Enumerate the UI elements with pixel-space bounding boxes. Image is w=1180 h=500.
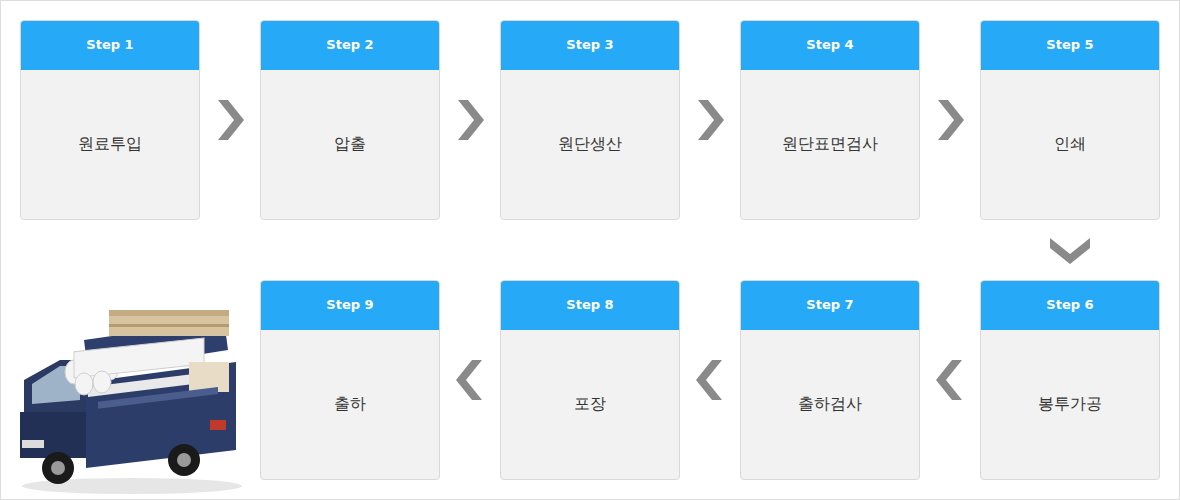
step-label: 원단생산: [501, 134, 679, 155]
step-label: 출하: [261, 394, 439, 415]
truck-illustration: [14, 300, 246, 496]
step-header: Step 2: [260, 20, 440, 70]
step-box: Step 1 원료투입: [20, 20, 200, 220]
chevron-arrow: [936, 360, 962, 400]
step-box: Step 9 출하: [260, 280, 440, 480]
chevron-arrow: [698, 100, 724, 140]
step-header: Step 6: [980, 280, 1160, 330]
step-header: Step 9: [260, 280, 440, 330]
step-box: Step 8 포장: [500, 280, 680, 480]
step-label: 포장: [501, 394, 679, 415]
step-box: Step 2 압출: [260, 20, 440, 220]
chevron-arrow: [1050, 238, 1090, 264]
step-box: Step 3 원단생산: [500, 20, 680, 220]
chevron-arrow: [218, 100, 244, 140]
step-box: Step 4 원단표면검사: [740, 20, 920, 220]
step-box: Step 6 봉투가공: [980, 280, 1160, 480]
step-header: Step 5: [980, 20, 1160, 70]
step-label: 원단표면검사: [741, 134, 919, 155]
step-header: Step 4: [740, 20, 920, 70]
step-header: Step 1: [20, 20, 200, 70]
chevron-arrow: [696, 360, 722, 400]
step-header: Step 8: [500, 280, 680, 330]
step-label: 인쇄: [981, 134, 1159, 155]
step-header: Step 3: [500, 20, 680, 70]
step-label: 압출: [261, 134, 439, 155]
step-box: Step 7 출하검사: [740, 280, 920, 480]
step-label: 출하검사: [741, 394, 919, 415]
step-header: Step 7: [740, 280, 920, 330]
chevron-arrow: [938, 100, 964, 140]
step-label: 원료투입: [21, 134, 199, 155]
step-label: 봉투가공: [981, 394, 1159, 415]
chevron-arrow: [458, 100, 484, 140]
step-box: Step 5 인쇄: [980, 20, 1160, 220]
chevron-arrow: [456, 360, 482, 400]
